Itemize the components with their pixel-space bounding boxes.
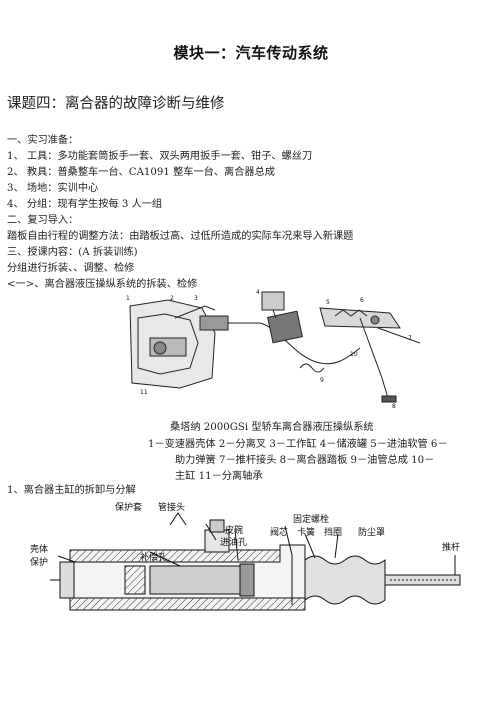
text-line: 一、实习准备： xyxy=(7,135,79,146)
label-dust-boot: 防尘罩 xyxy=(358,526,385,538)
text-line: 2、 教具：普桑整车一台、CA1091 整车一台、离合器总成 xyxy=(7,167,275,178)
section-heading: 1、离合器主缸的拆卸与分解 xyxy=(7,485,136,496)
callout-1: 1 xyxy=(126,295,130,302)
callout-2: 2 xyxy=(170,295,174,302)
text-line: 三、授课内容：(A 拆装训练) xyxy=(7,247,138,258)
text-line: 3、 场地：实训中心 xyxy=(7,183,99,194)
figure-legend-line: 助力弹簧 7－推杆接头 8－离合器踏板 9－油管总成 10－ xyxy=(175,455,435,466)
text-line: 分组进行拆装、、调整、检修 xyxy=(7,263,135,274)
label-retainer: 挡圈 xyxy=(324,526,342,538)
callout-4: 4 xyxy=(256,289,260,296)
text-line: <一>、离合器液压操纵系统的拆装、检修 xyxy=(7,279,198,290)
callout-3: 3 xyxy=(194,295,198,302)
label-push-rod: 推杆 xyxy=(442,541,460,553)
callout-8: 8 xyxy=(392,403,396,410)
label-fixing-bolt: 固定螺栓 xyxy=(293,513,329,525)
label-inlet: 进油孔 xyxy=(220,536,247,548)
callout-9: 9 xyxy=(320,377,324,384)
master-cylinder-section-figure: 保护套 管接头 皮碗 进油孔 固定螺栓 阀芯 卡簧 挡圈 防尘罩 推杆 壳体 保… xyxy=(30,501,461,611)
figure-caption: 桑塔纳 2000GSi 型轿车离合器液压操纵系统 xyxy=(170,422,374,433)
label-pipe-joint: 管接头 xyxy=(158,501,185,513)
text-line: 4、 分组：现有学生按每 3 人一组 xyxy=(7,199,163,210)
clutch-hydraulic-system-figure: 1 2 3 4 5 6 7 8 9 10 11 xyxy=(126,289,420,410)
figure-legend-line: 1－变速器壳体 2－分离叉 3－工作缸 4－储液罐 5－进油软管 6－ xyxy=(148,439,448,450)
label-cup: 皮碗 xyxy=(225,524,243,536)
label-comp-hole: 补偿孔 xyxy=(140,551,167,563)
text-line: 二、复习导入： xyxy=(7,215,79,226)
figure-legend-line: 主缸 11－分离轴承 xyxy=(175,471,263,482)
callout-10: 10 xyxy=(350,351,358,358)
label-protect: 保护 xyxy=(30,556,48,568)
label-boot: 保护套 xyxy=(115,501,142,513)
label-housing: 壳体 xyxy=(30,543,48,555)
callout-5: 5 xyxy=(326,299,330,306)
callout-7: 7 xyxy=(408,335,412,342)
label-circlip: 卡簧 xyxy=(297,526,315,538)
callout-11: 11 xyxy=(140,389,148,396)
lesson-subtitle: 课题四：离合器的故障诊断与维修 xyxy=(7,96,225,112)
text-line: 踏板自由行程的调整方法：由踏板过高、过低所造成的实际车况来导入新课题 xyxy=(7,231,354,242)
callout-6: 6 xyxy=(360,297,364,304)
page-title: 模块一：汽车传动系统 xyxy=(173,44,329,62)
text-line: 1、 工具：多功能套筒扳手一套、双头两用扳手一套、钳子、螺丝刀 xyxy=(7,151,313,162)
label-valve-core: 阀芯 xyxy=(270,526,288,538)
